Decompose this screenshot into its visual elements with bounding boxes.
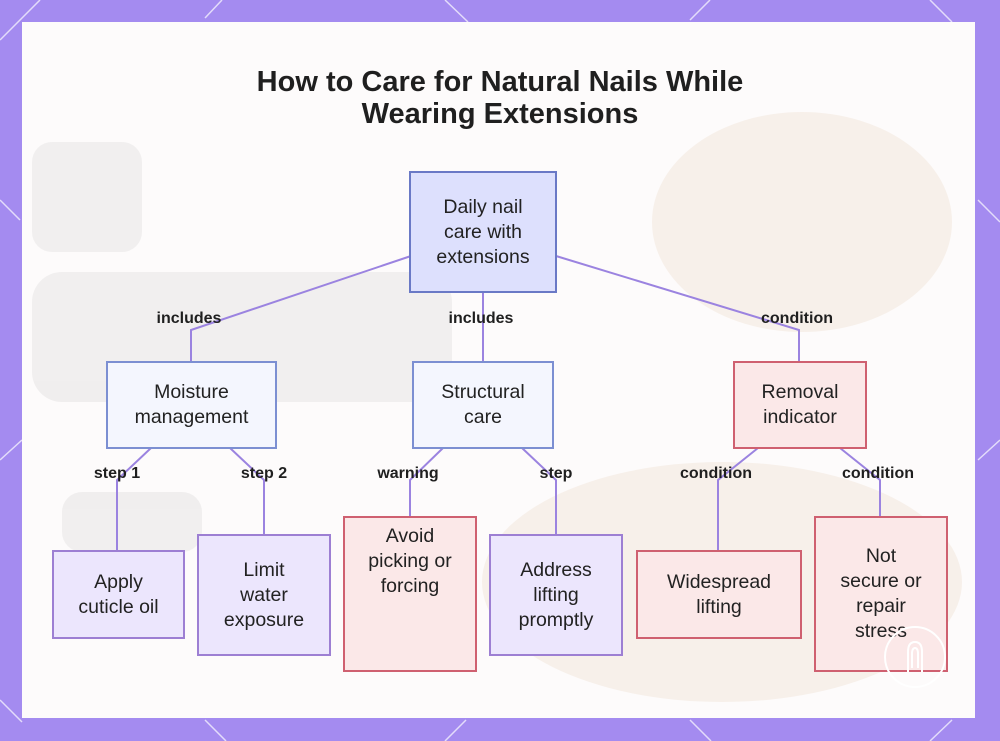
diagram-title-line1: How to Care for Natural Nails While	[256, 66, 744, 98]
node-avoid-label: Avoid picking or forcing	[368, 525, 452, 597]
node-moisture-management: Moisture management	[106, 361, 277, 449]
node-daily-care: Daily nail care with extensions	[409, 171, 557, 293]
node-water-label: Limit water exposure	[223, 558, 305, 631]
edge-removal-secure	[839, 447, 881, 517]
node-avoid-picking: Avoid picking or forcing	[343, 516, 477, 672]
nail-logo-icon	[884, 626, 946, 688]
edge-label-condition-right: condition	[761, 310, 833, 327]
edge-label-includes-center: includes	[448, 310, 514, 327]
edge-moisture-water	[229, 447, 265, 535]
node-moisture-label: Moisture management	[134, 381, 249, 428]
node-structural-care: Structural care	[412, 361, 554, 449]
edge-label-includes-left: includes	[156, 310, 222, 327]
node-removal-label: Removal indicator	[761, 381, 839, 428]
edge-root-moisture	[190, 255, 412, 362]
edge-structural-lifting	[521, 447, 557, 535]
node-apply-cuticle-oil: Apply cuticle oil	[52, 550, 185, 639]
node-removal-indicator: Removal indicator	[733, 361, 867, 449]
node-secure-label: Not secure or repair stress	[840, 545, 922, 642]
node-address-lifting: Address lifting promptly	[489, 534, 623, 656]
node-lifting-label: Address lifting promptly	[518, 558, 594, 631]
edge-structural-avoid	[409, 447, 444, 517]
node-widespread-lifting: Widespread lifting	[636, 550, 802, 639]
edge-root-removal	[555, 255, 800, 362]
edge-moisture-cuticle	[116, 447, 152, 551]
edge-label-condition-secure: condition	[842, 465, 914, 482]
edge-label-step: step	[539, 465, 573, 482]
edge-label-step2: step 2	[240, 465, 288, 482]
node-cuticle-label: Apply cuticle oil	[78, 570, 159, 618]
edge-label-condition-widespread: condition	[680, 465, 752, 482]
diagram-title-line2: Wearing Extensions	[361, 98, 639, 130]
edge-removal-widespread	[717, 447, 759, 551]
node-limit-water: Limit water exposure	[197, 534, 331, 656]
node-daily-care-label: Daily nail care with extensions	[436, 195, 530, 268]
node-structural-label: Structural care	[441, 381, 525, 428]
edge-label-warning: warning	[377, 465, 439, 482]
edge-label-step1: step 1	[93, 465, 141, 482]
node-widespread-label: Widespread lifting	[666, 570, 772, 618]
